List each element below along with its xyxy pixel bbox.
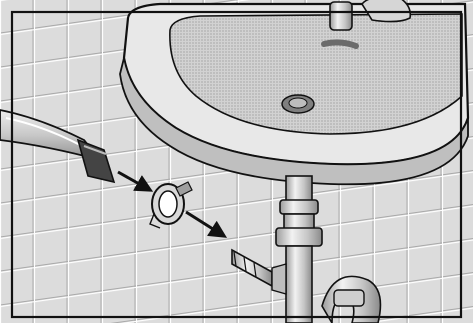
- install-diagram: [0, 0, 473, 323]
- illustration-frame: [0, 0, 473, 323]
